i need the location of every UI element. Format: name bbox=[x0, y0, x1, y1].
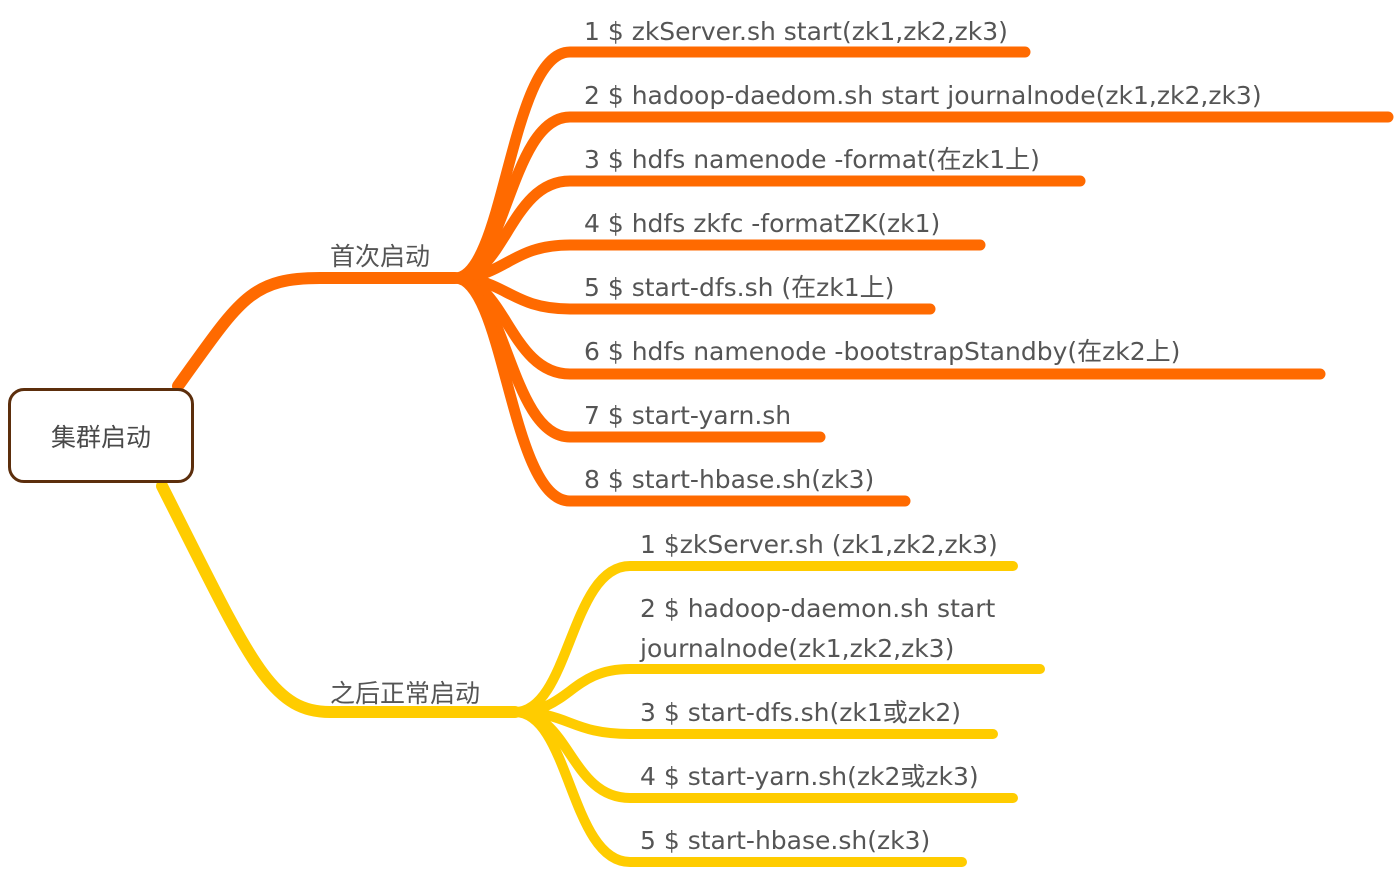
branch-normal-start-label[interactable]: 之后正常启动 bbox=[330, 679, 481, 708]
first-step-2-label[interactable]: 2 $ hadoop-daedom.sh start journalnode(z… bbox=[584, 81, 1262, 110]
branch-first-start-label[interactable]: 首次启动 bbox=[330, 242, 431, 271]
connector-root-normal bbox=[156, 480, 521, 718]
root-label: 集群启动 bbox=[50, 422, 151, 452]
connector-normal-step-1 bbox=[510, 561, 1018, 717]
connector-first-step-8 bbox=[449, 272, 911, 507]
normal-step-5-label[interactable]: 5 $ start-hbase.sh(zk3) bbox=[640, 826, 931, 855]
connector-root-first bbox=[172, 272, 461, 392]
connector-normal-step-5 bbox=[510, 707, 967, 867]
first-step-4-label[interactable]: 4 $ hdfs zkfc -formatZK(zk1) bbox=[584, 209, 941, 238]
first-step-5-label[interactable]: 5 $ start-dfs.sh (在zk1上) bbox=[584, 273, 895, 302]
first-step-7-label[interactable]: 7 $ start-yarn.sh bbox=[584, 401, 792, 430]
root-node[interactable]: 集群启动 bbox=[8, 388, 194, 483]
normal-step-3-label[interactable]: 3 $ start-dfs.sh(zk1或zk2) bbox=[640, 698, 961, 727]
first-step-6-label[interactable]: 6 $ hdfs namenode -bootstrapStandby(在zk2… bbox=[584, 337, 1181, 366]
normal-step-1-label[interactable]: 1 $zkServer.sh (zk1,zk2,zk3) bbox=[640, 530, 998, 559]
normal-step-2-label[interactable]: 2 $ hadoop-daemon.sh start journalnode(z… bbox=[640, 594, 996, 663]
first-step-3-label[interactable]: 3 $ hdfs namenode -format(在zk1上) bbox=[584, 145, 1040, 174]
first-step-1-label[interactable]: 1 $ zkServer.sh start(zk1,zk2,zk3) bbox=[584, 17, 1008, 46]
normal-step-4-label[interactable]: 4 $ start-yarn.sh(zk2或zk3) bbox=[640, 762, 979, 791]
first-step-8-label[interactable]: 8 $ start-hbase.sh(zk3) bbox=[584, 465, 875, 494]
